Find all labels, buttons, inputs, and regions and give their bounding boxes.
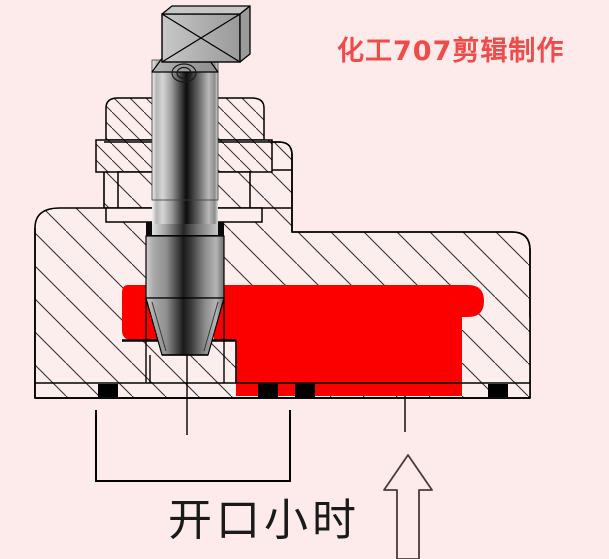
flow-arrow xyxy=(383,454,433,559)
valve-plug xyxy=(145,222,225,356)
valve-stem xyxy=(151,56,219,224)
opening-dimension-label: 开口小时 xyxy=(168,495,360,546)
handwheel-nut-cap xyxy=(161,5,251,63)
stem-ring-mark xyxy=(171,63,197,83)
gasket-block xyxy=(258,384,278,397)
bottom-plate xyxy=(35,382,530,399)
gaskets xyxy=(98,384,508,397)
cap-cross-mark xyxy=(161,13,241,63)
dimension-bracket xyxy=(95,410,291,482)
gasket-block xyxy=(295,384,315,397)
center-lines xyxy=(145,298,406,435)
gasket-block xyxy=(488,384,508,397)
gasket-block xyxy=(98,384,118,397)
watermark-text: 化工707剪辑制作 xyxy=(337,35,564,67)
